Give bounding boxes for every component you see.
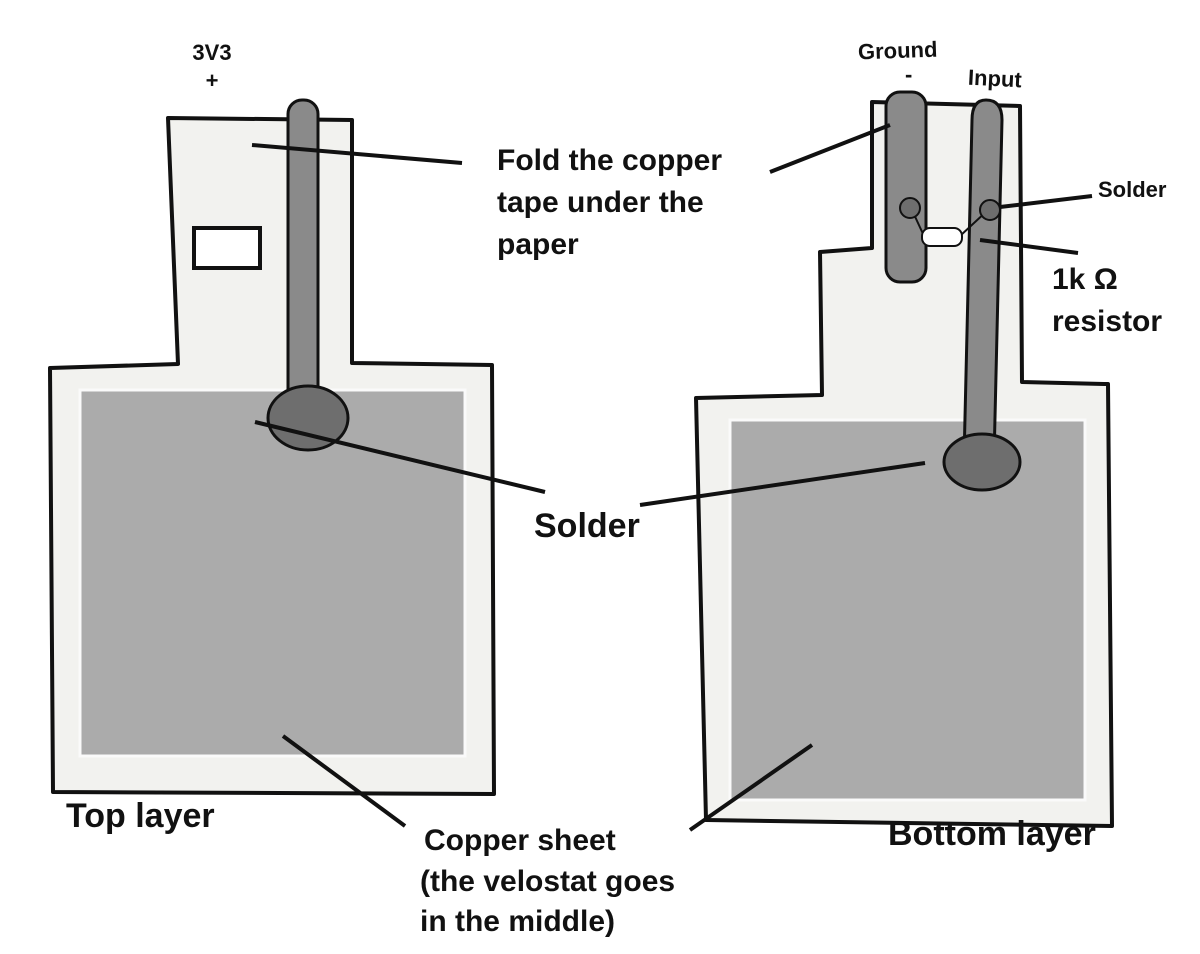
copper-leader-line-right bbox=[688, 743, 814, 832]
leader-lines bbox=[251, 123, 1093, 832]
solder-label: Solder bbox=[534, 507, 640, 545]
resistor-label-line-2: resistor bbox=[1052, 305, 1163, 338]
input-copper-tape bbox=[962, 98, 1004, 462]
top-layer-panel bbox=[48, 98, 496, 796]
fold-leader-line bbox=[251, 143, 463, 165]
ground-leader-line bbox=[769, 123, 891, 174]
fold-note-line-2: tape under the bbox=[497, 186, 704, 219]
resistor-leader-line bbox=[979, 238, 1079, 255]
solder-leader-line-left bbox=[254, 420, 546, 494]
input-label: Input bbox=[967, 64, 1023, 93]
ground-copper-tape bbox=[884, 90, 928, 284]
power-sign: + bbox=[205, 68, 219, 93]
resistor-body bbox=[921, 227, 963, 247]
fold-note-line-1: Fold the copper bbox=[497, 144, 722, 177]
top-layer-slot bbox=[192, 226, 262, 270]
ground-sign: - bbox=[905, 62, 913, 87]
top-layer-copper-sheet bbox=[78, 388, 467, 758]
fold-note-line-3: paper bbox=[497, 228, 579, 261]
copper-note-line-1: Copper sheet bbox=[424, 824, 616, 857]
copper-note-line-2: (the velostat goes bbox=[420, 865, 676, 898]
top-layer-title: Top layer bbox=[66, 797, 215, 835]
top-layer-solder-blob bbox=[266, 384, 350, 452]
bottom-layer-title: Bottom layer bbox=[888, 815, 1096, 853]
resistor-solder-right bbox=[979, 199, 1001, 221]
power-label: 3V3 bbox=[192, 40, 232, 65]
resistor-solder-left bbox=[899, 197, 921, 219]
resistor-label-line-1: 1k Ω bbox=[1052, 263, 1118, 296]
bottom-layer-panel bbox=[694, 90, 1114, 828]
ground-label: Ground bbox=[857, 36, 938, 65]
copper-note-line-3: in the middle) bbox=[420, 905, 615, 938]
bottom-layer-solder-blob bbox=[942, 432, 1022, 492]
resistor-solder-label: Solder bbox=[1098, 177, 1167, 202]
copper-leader-line-left bbox=[281, 734, 407, 828]
bottom-layer-copper-sheet bbox=[728, 418, 1087, 802]
resistor-solder-leader-line bbox=[999, 194, 1093, 209]
solder-leader-line-right bbox=[639, 461, 926, 507]
